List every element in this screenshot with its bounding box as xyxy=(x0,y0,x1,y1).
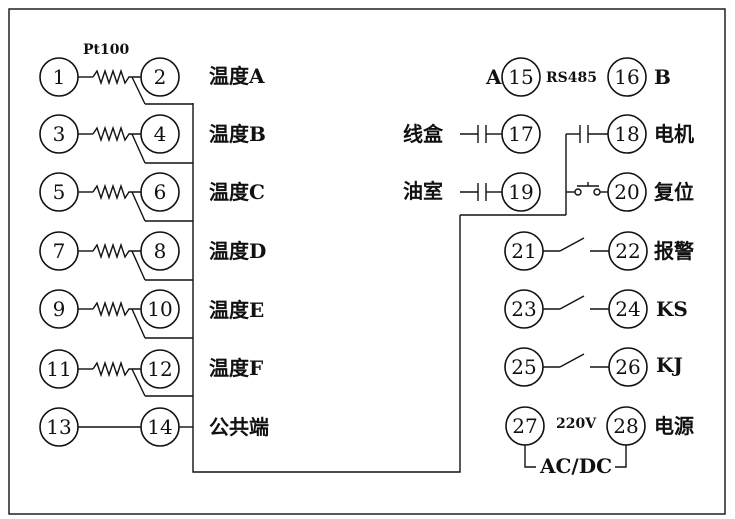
label-temp-d: 温度D xyxy=(209,239,266,263)
label-common: 公共端 xyxy=(209,415,269,439)
label-temp-b: 温度B xyxy=(209,122,266,146)
svg-text:19: 19 xyxy=(508,180,533,204)
terminal-15: 15 xyxy=(501,57,541,97)
svg-text:11: 11 xyxy=(46,357,71,381)
terminals: 1 2 3 4 5 6 7 8 9 10 11 12 13 14 15 16 1… xyxy=(39,57,648,447)
label-power: 电源 xyxy=(654,414,694,438)
controller-box xyxy=(192,103,461,473)
svg-text:4: 4 xyxy=(154,122,167,146)
svg-text:5: 5 xyxy=(53,180,66,204)
svg-text:28: 28 xyxy=(613,414,638,438)
terminal-8: 8 xyxy=(140,231,180,271)
resistor-icon xyxy=(92,125,141,143)
label-ks: KS xyxy=(656,297,688,321)
labels: Pt100 温度A 温度B 温度C 温度D 温度E 温度F 公共端 A RS48… xyxy=(83,42,694,478)
svg-text:25: 25 xyxy=(511,355,536,379)
terminal-22: 22 xyxy=(608,231,648,271)
svg-text:10: 10 xyxy=(147,297,172,321)
terminal-6: 6 xyxy=(140,172,180,212)
resistor-icon xyxy=(92,300,141,318)
svg-text:17: 17 xyxy=(508,122,533,146)
label-oil-room: 油室 xyxy=(403,179,443,203)
terminal-9: 9 xyxy=(39,289,79,329)
svg-text:27: 27 xyxy=(512,414,537,438)
terminal-28: 28 xyxy=(606,406,646,446)
svg-text:26: 26 xyxy=(615,355,640,379)
resistor-icon xyxy=(92,242,141,260)
terminal-16: 16 xyxy=(607,57,647,97)
label-alarm: 报警 xyxy=(654,239,694,263)
label-acdc: AC/DC xyxy=(539,454,612,478)
svg-text:3: 3 xyxy=(53,122,66,146)
svg-text:20: 20 xyxy=(614,180,639,204)
label-220v: 220V xyxy=(556,416,597,432)
label-rs485: RS485 xyxy=(546,70,597,86)
label-line-box: 线盒 xyxy=(403,122,444,146)
terminal-21: 21 xyxy=(504,231,544,271)
terminal-19: 19 xyxy=(501,172,541,212)
terminal-18: 18 xyxy=(607,114,647,154)
terminal-12: 12 xyxy=(140,349,180,389)
label-temp-a: 温度A xyxy=(209,64,265,88)
terminal-17: 17 xyxy=(501,114,541,154)
label-kj: KJ xyxy=(656,353,683,377)
label-temp-e: 温度E xyxy=(209,298,264,322)
left-wiring xyxy=(78,68,193,428)
label-a: A xyxy=(485,65,502,89)
terminal-3: 3 xyxy=(39,114,79,154)
resistor-icon xyxy=(92,68,141,86)
right-wiring xyxy=(460,125,627,468)
terminal-10: 10 xyxy=(140,289,180,329)
terminal-26: 26 xyxy=(608,347,648,387)
terminal-23: 23 xyxy=(504,289,544,329)
terminal-27: 27 xyxy=(505,406,545,446)
svg-text:24: 24 xyxy=(615,297,640,321)
terminal-13: 13 xyxy=(39,407,79,447)
svg-text:18: 18 xyxy=(614,122,639,146)
label-temp-f: 温度F xyxy=(209,356,263,380)
terminal-5: 5 xyxy=(39,172,79,212)
svg-text:21: 21 xyxy=(511,239,536,263)
svg-text:13: 13 xyxy=(46,415,71,439)
svg-text:15: 15 xyxy=(508,65,533,89)
resistor-icon xyxy=(92,360,141,378)
label-temp-c: 温度C xyxy=(209,180,265,204)
svg-text:22: 22 xyxy=(615,239,640,263)
label-pt100: Pt100 xyxy=(83,42,129,58)
svg-text:2: 2 xyxy=(154,65,167,89)
resistor-icon xyxy=(92,183,141,201)
label-reset: 复位 xyxy=(653,180,694,204)
svg-text:23: 23 xyxy=(511,297,536,321)
outer-frame xyxy=(8,8,726,515)
svg-text:14: 14 xyxy=(147,415,172,439)
svg-text:9: 9 xyxy=(53,297,66,321)
terminal-7: 7 xyxy=(39,231,79,271)
svg-text:1: 1 xyxy=(53,65,66,89)
terminal-2: 2 xyxy=(140,57,180,97)
svg-text:16: 16 xyxy=(614,65,639,89)
label-b: B xyxy=(654,65,671,89)
label-motor: 电机 xyxy=(654,122,694,146)
terminal-20: 20 xyxy=(607,172,647,212)
terminal-24: 24 xyxy=(608,289,648,329)
terminal-1: 1 xyxy=(39,57,79,97)
svg-text:8: 8 xyxy=(154,239,167,263)
terminal-14: 14 xyxy=(140,407,180,447)
terminal-25: 25 xyxy=(504,347,544,387)
svg-text:6: 6 xyxy=(154,180,167,204)
terminal-11: 11 xyxy=(39,349,79,389)
svg-text:12: 12 xyxy=(147,357,172,381)
svg-text:7: 7 xyxy=(53,239,66,263)
terminal-4: 4 xyxy=(140,114,180,154)
